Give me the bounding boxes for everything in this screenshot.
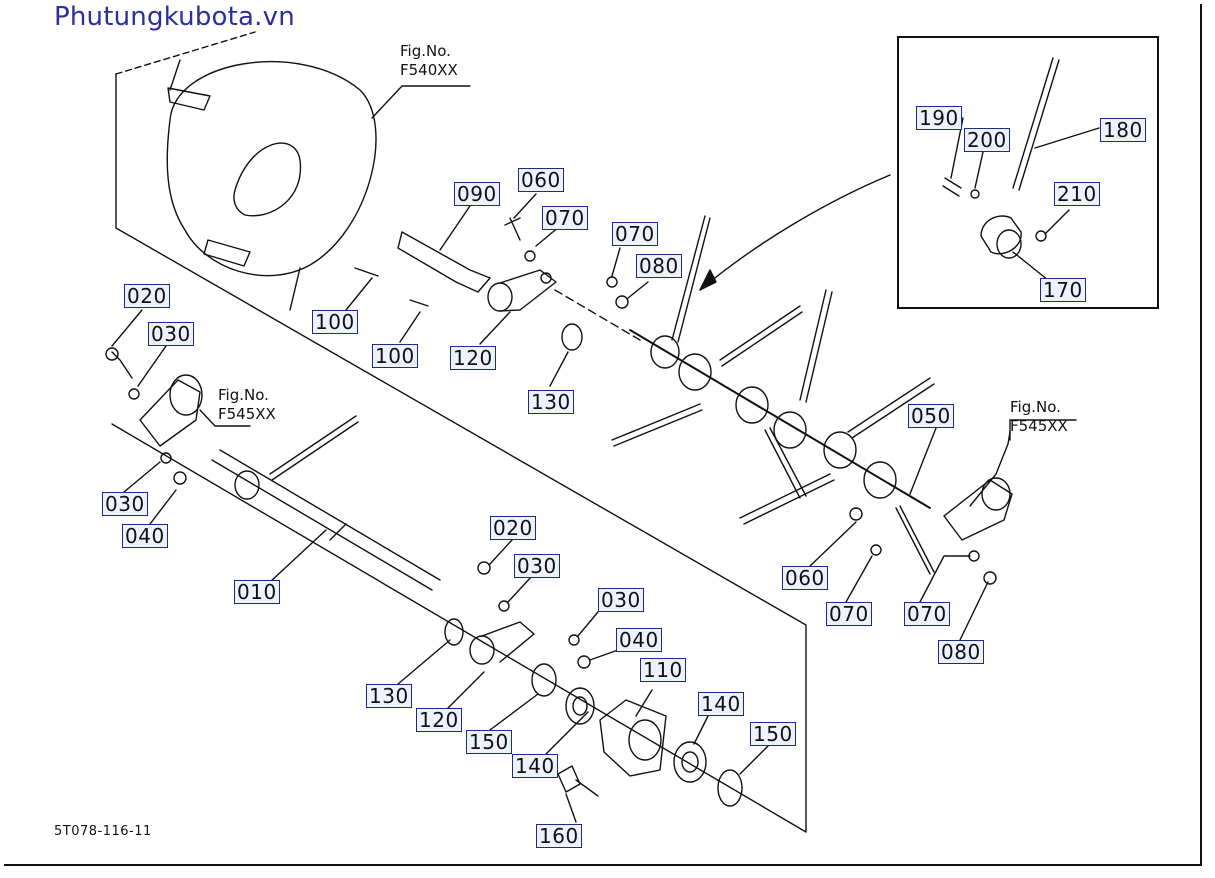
figure-ref-label: Fig.No. [218, 386, 269, 404]
part-callout[interactable]: 120 [416, 708, 462, 732]
figure-ref-f545xx-left: Fig.No. F545XX [218, 386, 276, 424]
figure-ref-number: F545XX [218, 405, 276, 423]
part-callout[interactable]: 060 [518, 168, 564, 192]
shaft-090 [397, 231, 491, 293]
part-callout[interactable]: 060 [782, 566, 828, 590]
fan-housing [166, 61, 377, 277]
figure-ref-label: Fig.No. [400, 42, 451, 60]
part-callout[interactable]: 080 [636, 254, 682, 278]
part-callout[interactable]: 120 [450, 346, 496, 370]
part-callout[interactable]: 210 [1054, 182, 1100, 206]
part-callout[interactable]: 140 [512, 754, 558, 778]
part-callout[interactable]: 040 [122, 524, 168, 548]
part-callout[interactable]: 030 [598, 588, 644, 612]
shaft-010 [211, 449, 441, 591]
diagram-frame [4, 4, 1202, 866]
document-id: 5T078-116-11 [54, 824, 152, 839]
part-callout[interactable]: 020 [124, 284, 170, 308]
rod-180 [1012, 57, 1060, 191]
bearing-housing [599, 699, 667, 777]
figure-ref-number: F545XX [1010, 417, 1068, 435]
part-callout[interactable]: 070 [542, 206, 588, 230]
part-callout[interactable]: 010 [234, 580, 280, 604]
tine-rod [799, 289, 833, 403]
tine-rod [847, 377, 935, 439]
tine-rod [764, 427, 807, 499]
part-callout[interactable]: 020 [490, 516, 536, 540]
part-callout[interactable]: 050 [908, 404, 954, 428]
part-callout[interactable]: 070 [612, 222, 658, 246]
tine-rod [895, 505, 935, 575]
part-callout[interactable]: 030 [514, 554, 560, 578]
part-callout[interactable]: 190 [916, 106, 962, 130]
part-callout[interactable]: 140 [698, 692, 744, 716]
figure-ref-number: F540XX [400, 61, 458, 79]
inset-detail-panel [897, 36, 1159, 309]
part-callout[interactable]: 130 [528, 390, 574, 414]
tine-rod [719, 305, 803, 367]
figure-ref-f545xx-right: Fig.No. F545XX [1010, 398, 1068, 436]
part-callout[interactable]: 080 [938, 640, 984, 664]
tine-rod [671, 215, 711, 343]
part-callout[interactable]: 070 [826, 602, 872, 626]
part-callout[interactable]: 040 [616, 628, 662, 652]
assembly-boundary [111, 73, 807, 833]
part-callout[interactable]: 100 [312, 310, 358, 334]
inset-drawing [942, 57, 1100, 285]
part-callout[interactable]: 070 [904, 602, 950, 626]
part-callout[interactable]: 100 [372, 344, 418, 368]
part-callout[interactable]: 110 [640, 658, 686, 682]
part-callout[interactable]: 170 [1040, 278, 1086, 302]
part-callout[interactable]: 200 [964, 128, 1010, 152]
part-callout[interactable]: 150 [466, 730, 512, 754]
part-callout[interactable]: 030 [148, 322, 194, 346]
part-callout[interactable]: 160 [536, 824, 582, 848]
part-callout[interactable]: 090 [454, 182, 500, 206]
part-callout[interactable]: 030 [102, 492, 148, 516]
part-callout[interactable]: 150 [750, 722, 796, 746]
part-callout[interactable]: 130 [366, 684, 412, 708]
watermark: Phutungkubota.vn [54, 2, 295, 32]
part-callout[interactable]: 180 [1100, 118, 1146, 142]
clamp-170 [980, 215, 1022, 255]
figure-ref-label: Fig.No. [1010, 398, 1061, 416]
tine-rod [611, 403, 703, 447]
figure-ref-f540xx: Fig.No. F540XX [400, 42, 458, 80]
tine-rod [739, 473, 835, 525]
